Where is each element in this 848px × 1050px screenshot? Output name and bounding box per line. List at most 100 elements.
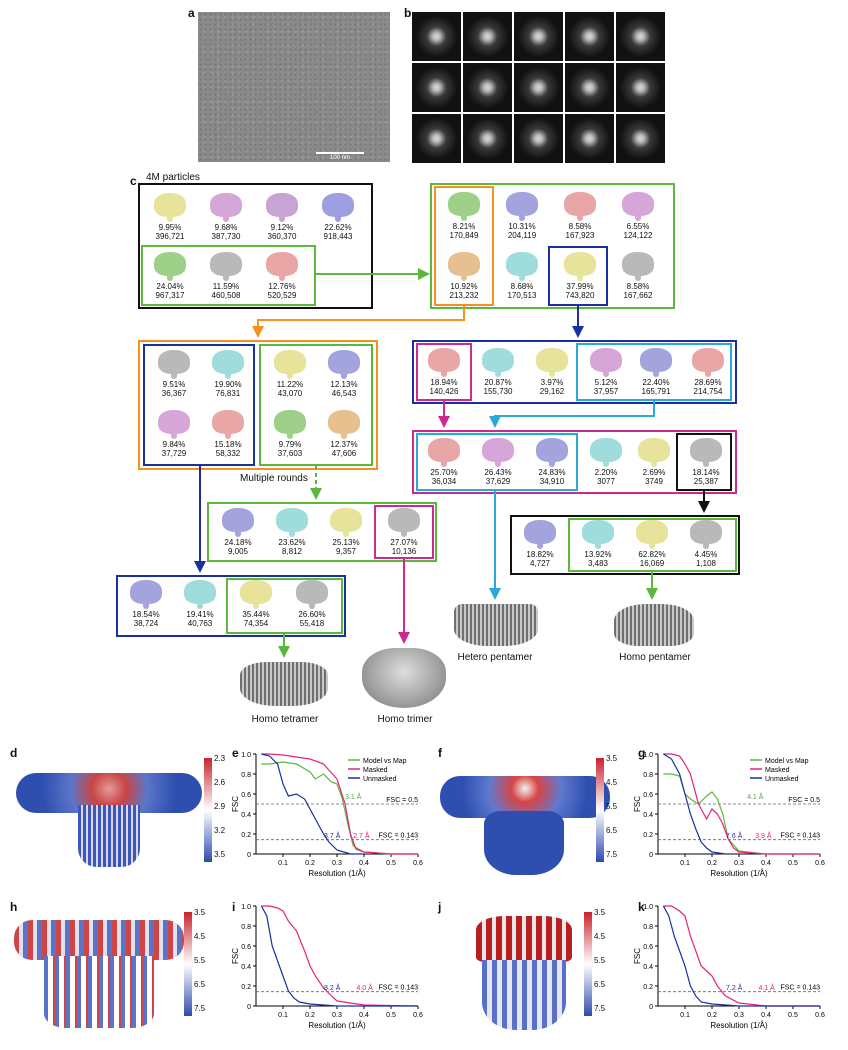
class-map: [638, 438, 670, 467]
class-map: [212, 350, 244, 379]
threshold-label: FSC = 0.5: [788, 797, 820, 804]
x-axis-label: Resolution (1/Å): [308, 869, 366, 878]
class-count: 43,070: [277, 389, 303, 398]
class-count: 37,603: [277, 449, 303, 458]
class-count: 155,730: [483, 387, 513, 396]
class-map: [330, 508, 362, 537]
class-map: [266, 193, 298, 222]
class-count: 167,923: [565, 231, 595, 240]
class-average-tile: [565, 63, 614, 112]
class-percent: 23.62%: [278, 538, 306, 547]
class-count: 10,136: [391, 547, 417, 556]
class-percent: 37.99%: [566, 282, 594, 291]
class-map: [448, 252, 480, 281]
class-average-tile: [616, 114, 665, 163]
local-resolution-map-h: [14, 908, 184, 1030]
box-right3-black: [676, 433, 732, 491]
y-tick-label: 0.8: [643, 772, 653, 779]
colorbar-tick-label: 3.5: [214, 850, 226, 859]
class-average-tile: [514, 63, 563, 112]
colorbar-tick-label: 7.5: [594, 1004, 606, 1013]
class-percent: 13.92%: [584, 550, 612, 559]
panel-label-e: e: [232, 746, 239, 760]
colorbar-tick-label: 2.9: [214, 802, 226, 811]
x-tick-label: 0.6: [815, 1012, 825, 1019]
class-percent: 8.58%: [626, 282, 650, 291]
colorbar-tick-label: 7.5: [194, 1004, 206, 1013]
class-count: 967,317: [155, 291, 185, 300]
class-map: [274, 410, 306, 439]
arrow-cyan1: [489, 401, 655, 428]
colorbar-tick-label: 6.5: [194, 980, 206, 989]
local-resolution-map-f: [440, 756, 610, 876]
y-tick-label: 1.0: [643, 752, 653, 759]
class-count: 213,232: [449, 291, 479, 300]
panel-label-b: b: [404, 6, 412, 20]
class-percent: 28.69%: [694, 378, 722, 387]
class-average-tile: [565, 12, 614, 61]
y-tick-label: 0.2: [241, 832, 251, 839]
class-map: [158, 410, 190, 439]
class-average-tile: [412, 63, 461, 112]
class-map: [524, 520, 556, 549]
class-count: 76,831: [215, 389, 241, 398]
class-count: 36,367: [161, 389, 187, 398]
box-left4-green: [226, 578, 343, 634]
class-count: 37,629: [485, 477, 511, 486]
panel-label-c: c: [130, 174, 137, 188]
box-left2: [138, 340, 378, 470]
class-percent: 20.87%: [484, 378, 512, 387]
panel-label-g: g: [638, 746, 646, 760]
class-percent: 18.54%: [132, 610, 160, 619]
resolution-annotation: 4.1 Å: [747, 792, 764, 801]
class-average-grid: [412, 12, 667, 164]
y-tick-label: 0.2: [241, 984, 251, 991]
class-percent: 18.14%: [692, 468, 720, 477]
box-right4-green: [568, 518, 737, 572]
class-map: [428, 348, 460, 377]
colorbar-tick-label: 4.5: [194, 932, 206, 941]
y-tick-label: 0.6: [643, 944, 653, 951]
class-percent: 8.68%: [510, 282, 534, 291]
class-count: 55,418: [299, 619, 325, 628]
class-map: [622, 252, 654, 281]
class-count: 38,724: [133, 619, 159, 628]
legend-label: Masked: [765, 767, 790, 774]
class-percent: 3.97%: [540, 378, 564, 387]
class-percent: 9.84%: [162, 440, 186, 449]
colorbar-f: [596, 758, 604, 862]
class-percent: 25.70%: [430, 468, 458, 477]
scale-bar-label: 100 nm: [329, 155, 350, 161]
panel-label-d: d: [10, 746, 18, 760]
class-average-tile: [616, 63, 665, 112]
class-map: [590, 438, 622, 467]
x-tick-label: 0.2: [707, 860, 717, 867]
box-mid3: [207, 502, 437, 562]
y-tick-label: 1.0: [241, 752, 251, 759]
box-right2: [412, 340, 737, 404]
x-tick-label: 0.2: [707, 1012, 717, 1019]
class-average-tile: [565, 114, 614, 163]
x-tick-label: 0.1: [278, 860, 288, 867]
class-count: 360,370: [267, 232, 297, 241]
class-percent: 2.69%: [642, 468, 666, 477]
class-count: 124,122: [623, 231, 653, 240]
flow-arrows: [194, 268, 710, 658]
class-percent: 4.45%: [694, 550, 718, 559]
x-tick-label: 0.3: [332, 860, 342, 867]
class-percent: 2.20%: [594, 468, 618, 477]
homo-tetramer-map: [240, 662, 328, 706]
x-tick-label: 0.1: [680, 860, 690, 867]
x-tick-label: 0.5: [386, 860, 396, 867]
class-count: 8,812: [281, 547, 303, 556]
panel-label-a: a: [188, 6, 195, 20]
panel-label-f: f: [438, 746, 442, 760]
class-percent: 19.41%: [186, 610, 214, 619]
class-count: 9,005: [227, 547, 249, 556]
fsc-series-line: [662, 905, 820, 1007]
class-count: 520,529: [267, 291, 297, 300]
class-percent: 8.21%: [452, 222, 476, 231]
y-axis-label: FSC: [633, 948, 642, 964]
